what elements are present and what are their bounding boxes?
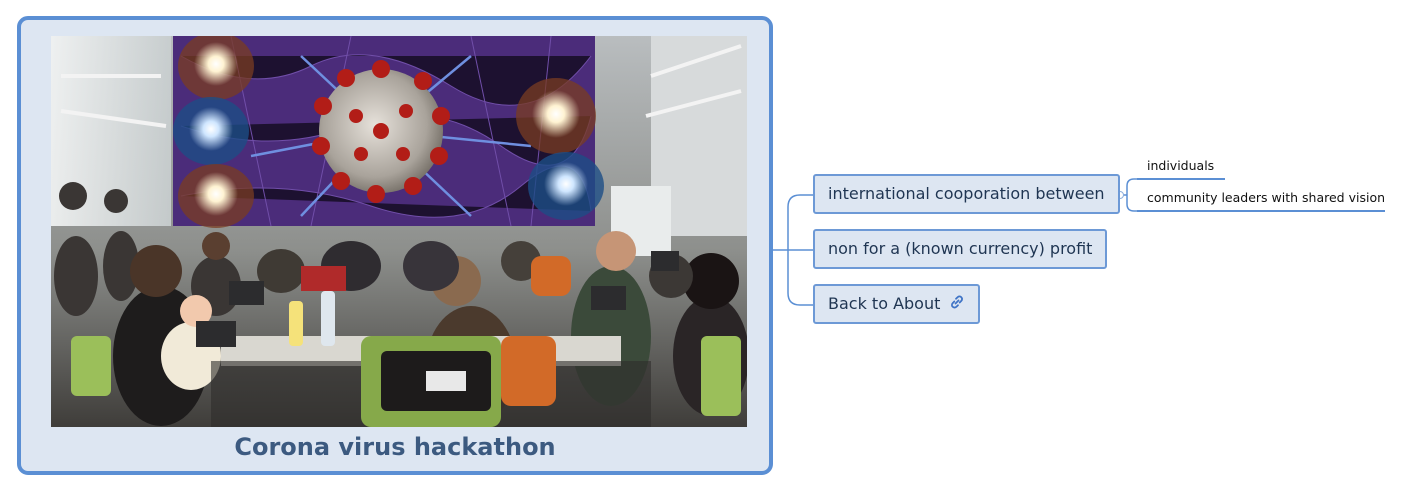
leaf-community-leaders[interactable]: community leaders with shared vision bbox=[1147, 190, 1386, 205]
branch-label: Back to About bbox=[828, 294, 941, 313]
hackathon-photo bbox=[51, 36, 747, 427]
branch-label: international cooporation between bbox=[828, 184, 1105, 203]
central-topic-title: Corona virus hackathon bbox=[234, 433, 556, 461]
branch-non-profit[interactable]: non for a (known currency) profit bbox=[813, 229, 1108, 269]
branch-international-cooperation[interactable]: international cooporation between bbox=[813, 174, 1120, 214]
leaf-individuals[interactable]: individuals bbox=[1147, 158, 1215, 173]
link-icon[interactable] bbox=[949, 287, 965, 323]
back-to-about-link[interactable]: Back to About bbox=[813, 284, 981, 324]
branch-label: non for a (known currency) profit bbox=[828, 239, 1093, 258]
central-topic[interactable]: Corona virus hackathon bbox=[17, 16, 773, 475]
